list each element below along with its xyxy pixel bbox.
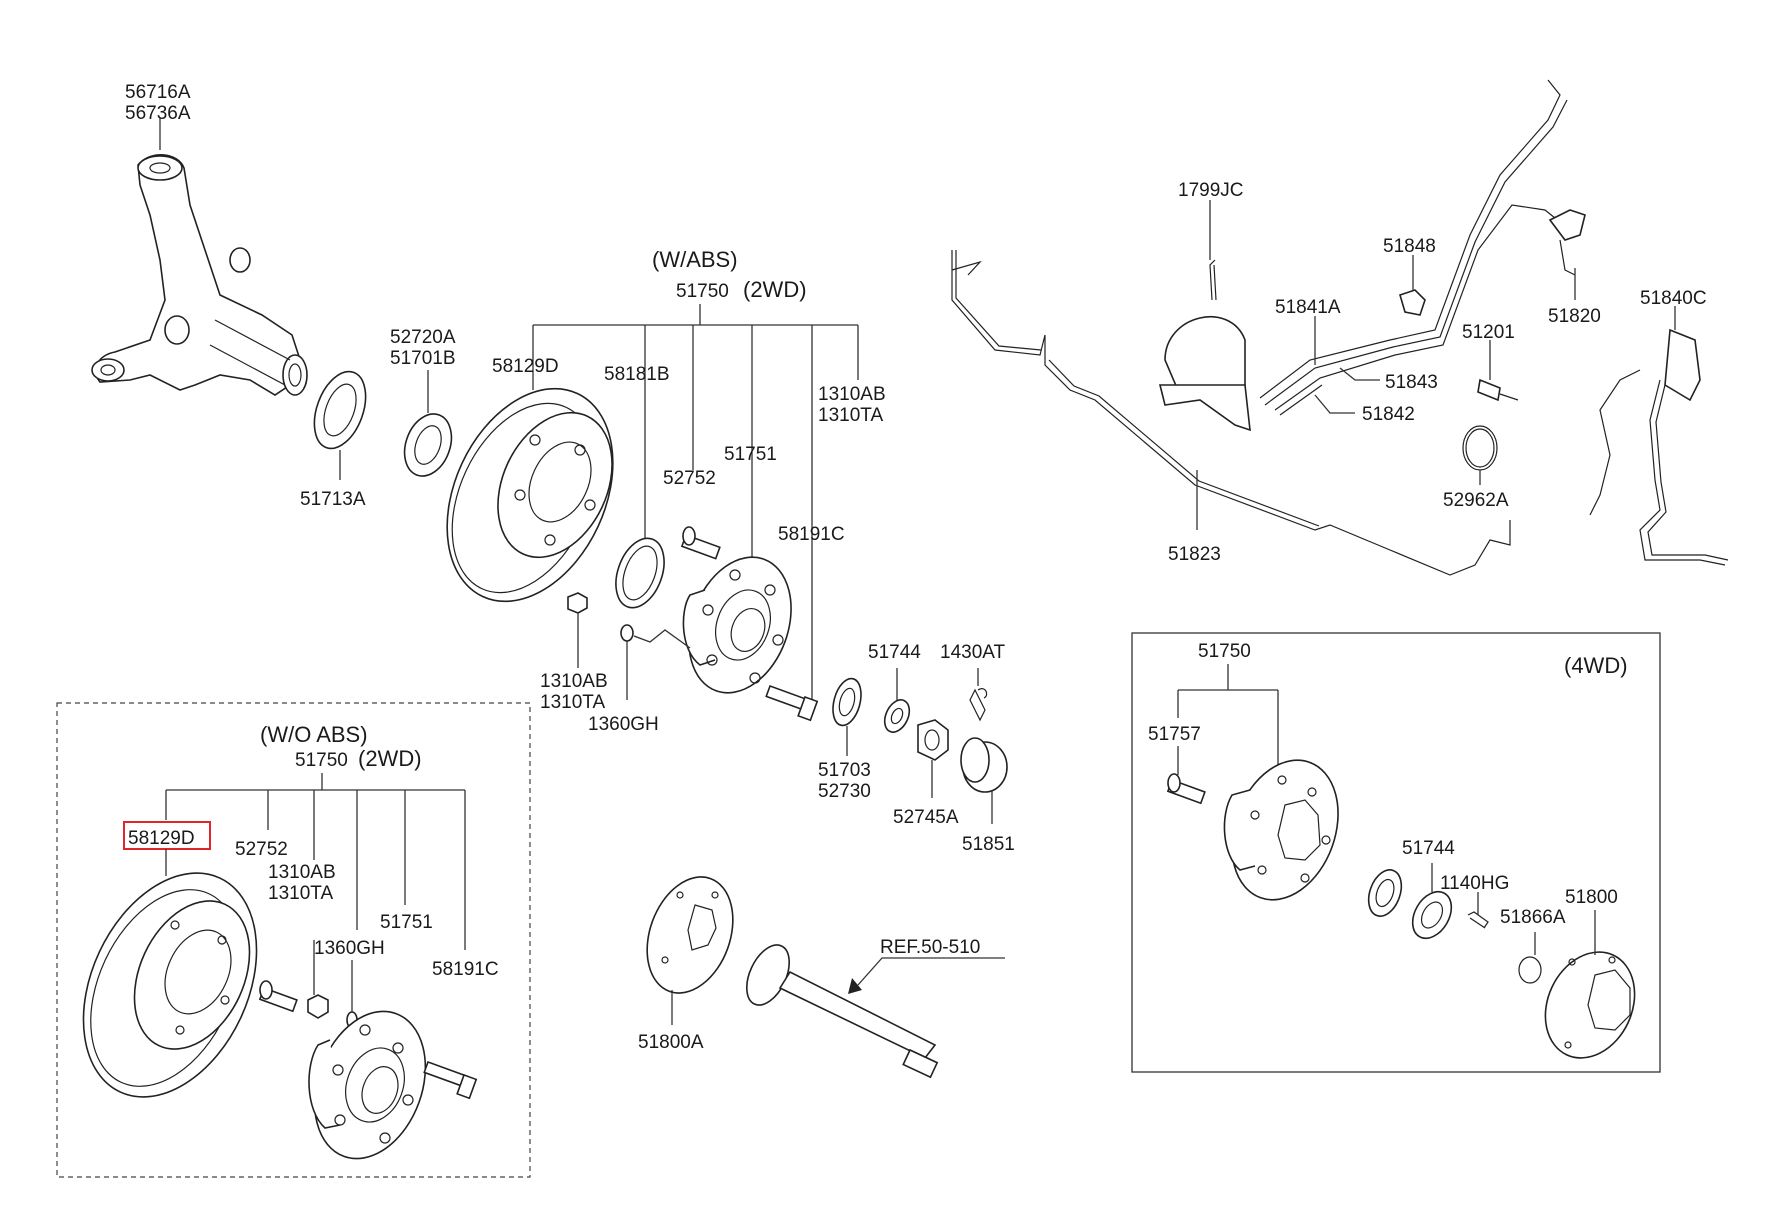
tone-wheel-part[interactable] <box>607 532 673 615</box>
label-box-disc[interactable]: 58129D <box>128 828 195 849</box>
woabs-box <box>56 702 531 1178</box>
header-woabs: (W/O ABS) <box>260 722 368 747</box>
brake-disc-top-part[interactable] <box>415 362 646 628</box>
header-2wd-top: (2WD) <box>743 277 807 302</box>
label-seal-inner-b: 52730 <box>818 781 871 802</box>
o-ring-part[interactable] <box>1462 425 1498 471</box>
hub-cap-part[interactable] <box>960 737 1008 793</box>
thrust-washer-4wd-part[interactable] <box>1405 885 1459 945</box>
label-bearing-b: 51701B <box>390 348 456 369</box>
label-box-washer: 1360GH <box>314 938 385 959</box>
cotter-pin-part[interactable] <box>969 688 988 722</box>
label-clip-51848: 51848 <box>1383 236 1436 257</box>
label-fwd-locking-hub: 51800 <box>1565 887 1618 908</box>
label-bearing-a: 52720A <box>390 327 456 348</box>
label-cotter-pin: 1430AT <box>940 642 1006 663</box>
label-box-bolt-b: 1310TA <box>268 883 333 904</box>
oil-seal-part[interactable] <box>305 365 376 456</box>
label-fwd-snap: 51866A <box>1500 907 1566 928</box>
wheel-hub-4wd-part[interactable] <box>1213 745 1356 915</box>
locking-hub-part[interactable] <box>1529 937 1652 1072</box>
header-wabs: (W/ABS) <box>652 247 738 272</box>
wheel-stud-box-part[interactable] <box>258 980 298 1013</box>
wheel-stud-4wd-part[interactable] <box>1166 773 1206 805</box>
steering-knuckle-part[interactable] <box>91 154 308 396</box>
header-2wd-box: (2WD) <box>358 746 422 771</box>
hose-clip-part[interactable] <box>1399 289 1426 316</box>
label-bracket-51820: 51820 <box>1548 306 1601 327</box>
wheel-hub-box-part[interactable] <box>295 996 445 1174</box>
brake-line-part[interactable] <box>951 250 1511 576</box>
wheel-hub-top-part[interactable] <box>671 543 809 707</box>
label-seal-outer: 51713A <box>300 489 366 510</box>
header-4wd: (4WD) <box>1564 653 1628 678</box>
lock-nut-part[interactable] <box>917 719 949 761</box>
bleeder-screw-part[interactable] <box>1477 378 1519 402</box>
label-cap-51851: 51851 <box>962 834 1015 855</box>
thrust-washer-part[interactable] <box>880 696 914 736</box>
wheel-stud-top-part[interactable] <box>680 526 721 560</box>
brake-hose-part[interactable] <box>1259 79 1568 416</box>
bracket-51820-part[interactable] <box>1548 209 1586 276</box>
label-bolt-pair-a: 1310AB <box>818 384 886 405</box>
label-nut-b: 1310TA <box>540 692 605 713</box>
label-fwd-bolt: 1140HG <box>1440 873 1509 894</box>
label-drive-flange: 51800A <box>638 1032 704 1053</box>
abs-sensor-part[interactable] <box>1158 259 1251 432</box>
label-box-hub: 51751 <box>380 912 433 933</box>
label-hose-51843: 51843 <box>1385 372 1438 393</box>
label-nut-52745A: 52745A <box>893 807 959 828</box>
label-sensor-1799JC: 1799JC <box>1178 180 1244 201</box>
hub-bolt-top-part[interactable] <box>765 684 819 722</box>
flex-hose-part[interactable] <box>1589 328 1729 566</box>
label-bolt-pair-b: 1310TA <box>818 405 883 426</box>
label-seal-inner-a: 51703 <box>818 760 871 781</box>
label-line-51823: 51823 <box>1168 544 1221 565</box>
label-box-hub-bolt: 58191C <box>432 959 499 980</box>
label-hub-asm-top: 51750 <box>676 281 729 302</box>
label-box-stud: 52752 <box>235 839 288 860</box>
hub-bolt-box-part[interactable] <box>423 1060 478 1100</box>
label-fwd-hub-asm: 51750 <box>1198 641 1251 662</box>
label-box-bolt-a: 1310AB <box>268 862 336 883</box>
label-disc-top: 58129D <box>492 356 559 377</box>
bearing-part[interactable] <box>396 407 459 482</box>
seal-4wd-part[interactable] <box>1363 865 1408 920</box>
label-knuckle-a: 56716A <box>125 82 191 103</box>
bolt-1140HG-part[interactable] <box>1467 911 1489 929</box>
label-tone-wheel: 58181B <box>604 364 670 385</box>
fourwd-box <box>1131 632 1661 1073</box>
nut-box-part[interactable] <box>307 994 329 1019</box>
label-oring-52962A: 52962A <box>1443 490 1509 511</box>
drive-flange-part[interactable] <box>632 865 748 1005</box>
label-nut-a: 1310AB <box>540 671 608 692</box>
nut-top-part[interactable] <box>567 592 588 614</box>
brake-disc-box-part[interactable] <box>49 845 290 1125</box>
label-stud-top: 52752 <box>663 468 716 489</box>
label-hose-51842: 51842 <box>1362 404 1415 425</box>
highlight-box <box>123 821 211 850</box>
label-knuckle-b: 56736A <box>125 103 191 124</box>
label-fwd-washer: 51744 <box>1402 838 1455 859</box>
label-hose-51841A: 51841A <box>1275 297 1341 318</box>
label-box-hub-asm: 51750 <box>295 750 348 771</box>
washer-top-part[interactable] <box>620 624 634 642</box>
label-washer-top: 1360GH <box>588 714 659 735</box>
axle-shaft-part[interactable] <box>738 938 939 1079</box>
label-hub-top: 51751 <box>724 444 777 465</box>
inner-seal-part[interactable] <box>828 675 866 728</box>
label-ref-shaft: REF.50-510 <box>880 937 980 958</box>
label-hose-51840C: 51840C <box>1640 288 1707 309</box>
label-fwd-stud: 51757 <box>1148 724 1201 745</box>
label-washer-51744: 51744 <box>868 642 921 663</box>
label-hub-bolt-top: 58191C <box>778 524 845 545</box>
snap-ring-part[interactable] <box>1518 956 1542 984</box>
label-bleeder-51201: 51201 <box>1462 322 1515 343</box>
